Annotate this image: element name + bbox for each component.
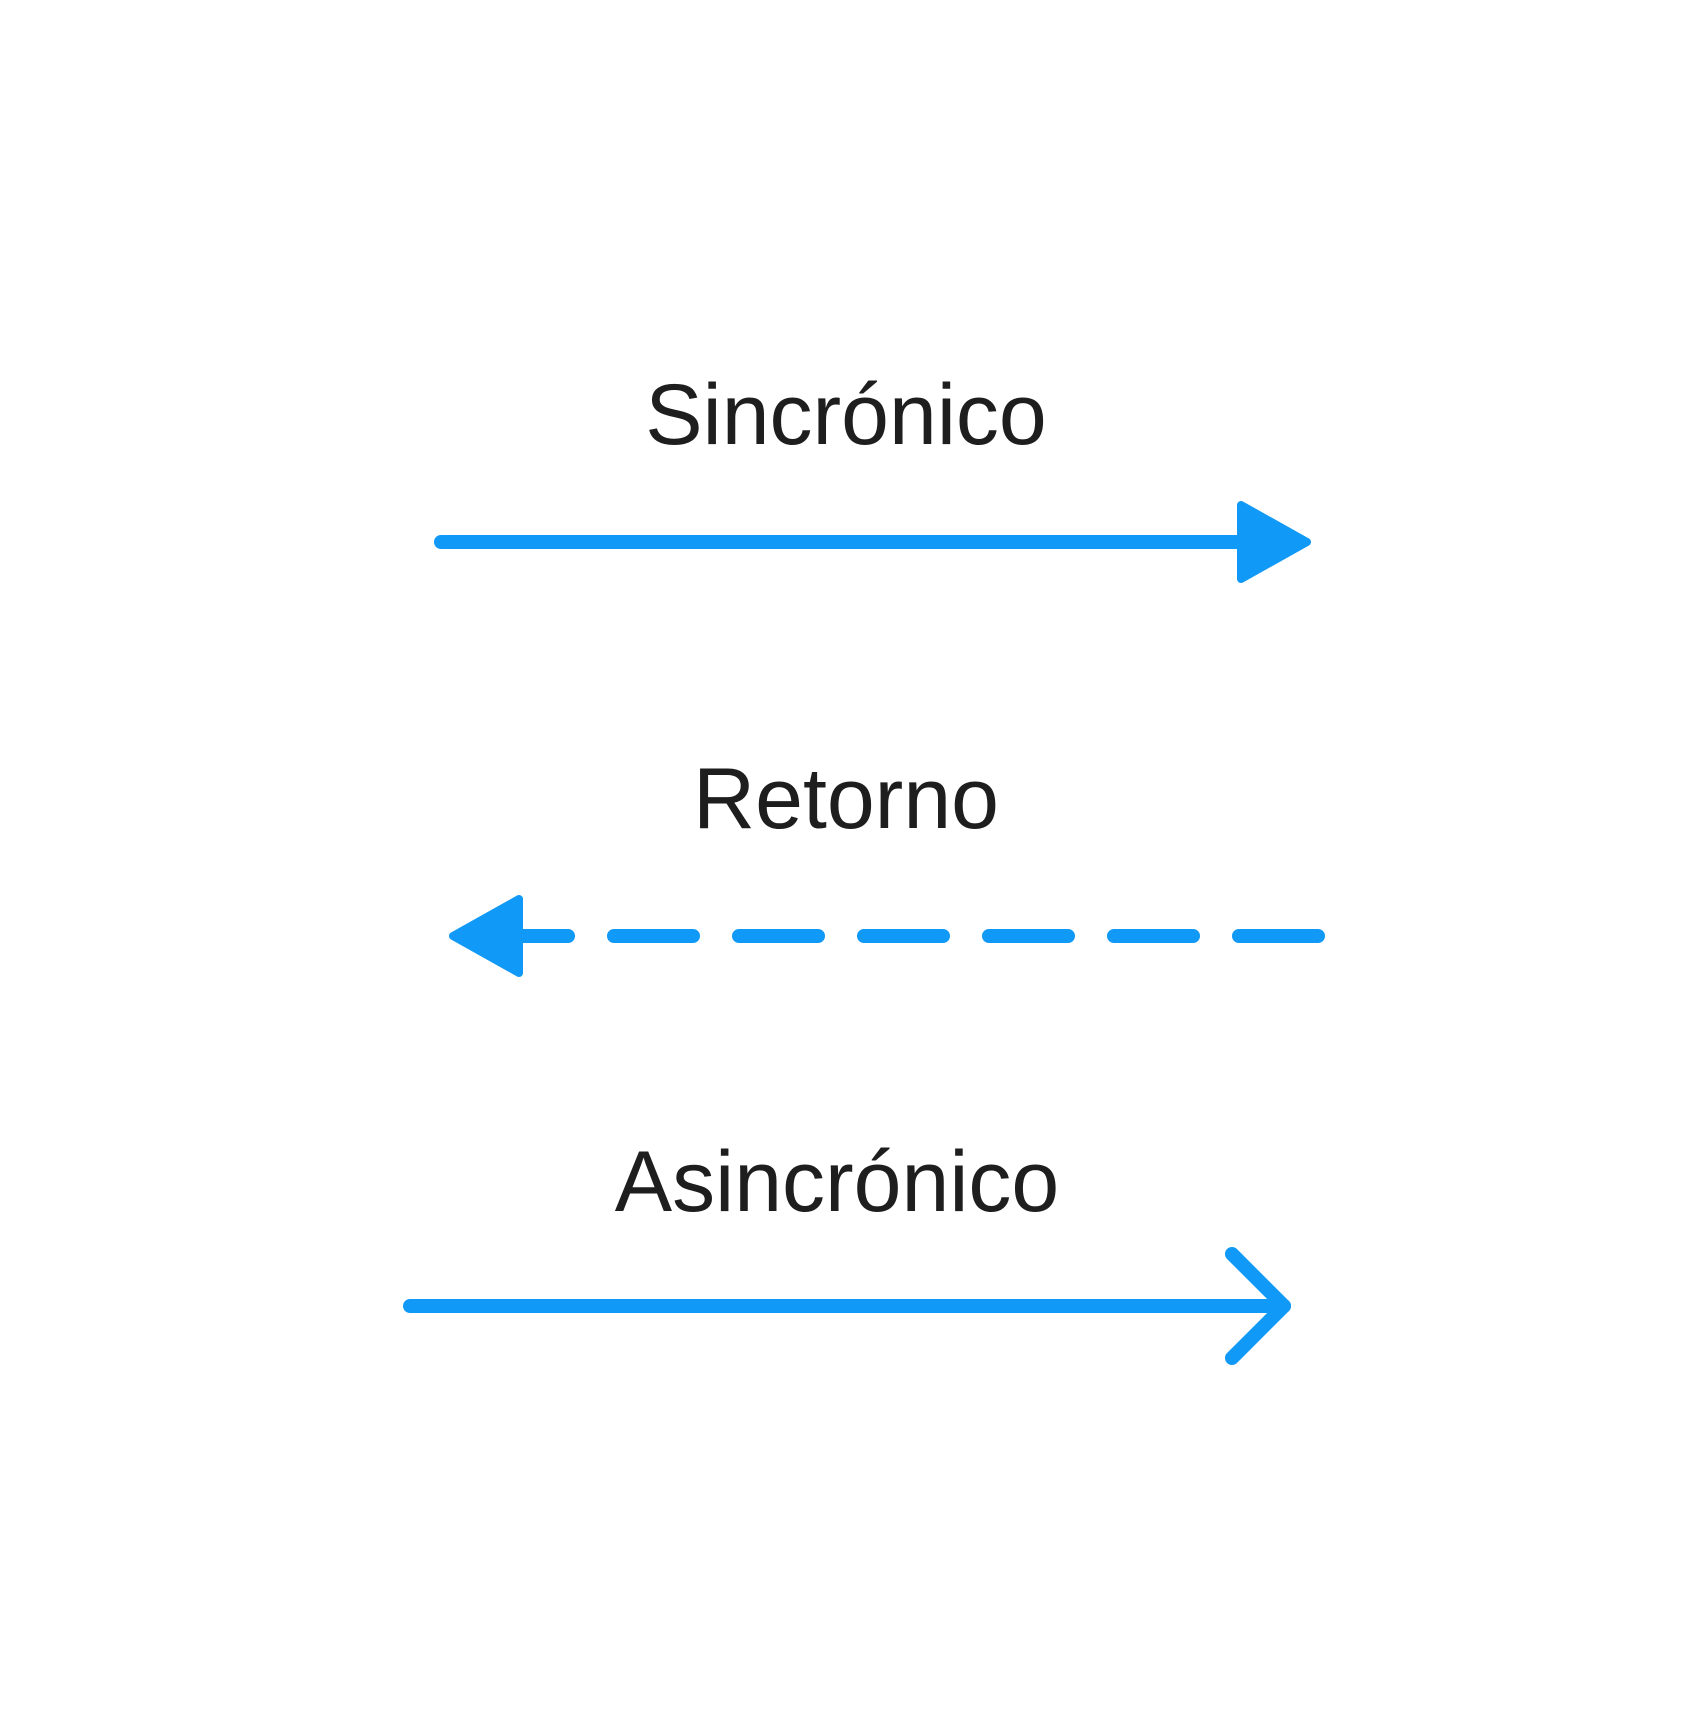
return-filled-arrowhead-icon <box>449 895 523 977</box>
sync-message-label: Sincrónico <box>645 367 1047 463</box>
return-message-label: Retorno <box>693 751 999 847</box>
async-open-arrowhead-icon <box>1225 1247 1291 1365</box>
async-message-label: Asincrónico <box>615 1134 1060 1230</box>
async-message: Asincrónico <box>403 1134 1291 1365</box>
sync-message: Sincrónico <box>434 367 1311 583</box>
sync-filled-arrowhead-icon <box>1237 501 1311 583</box>
return-message: Retorno <box>449 751 1325 977</box>
